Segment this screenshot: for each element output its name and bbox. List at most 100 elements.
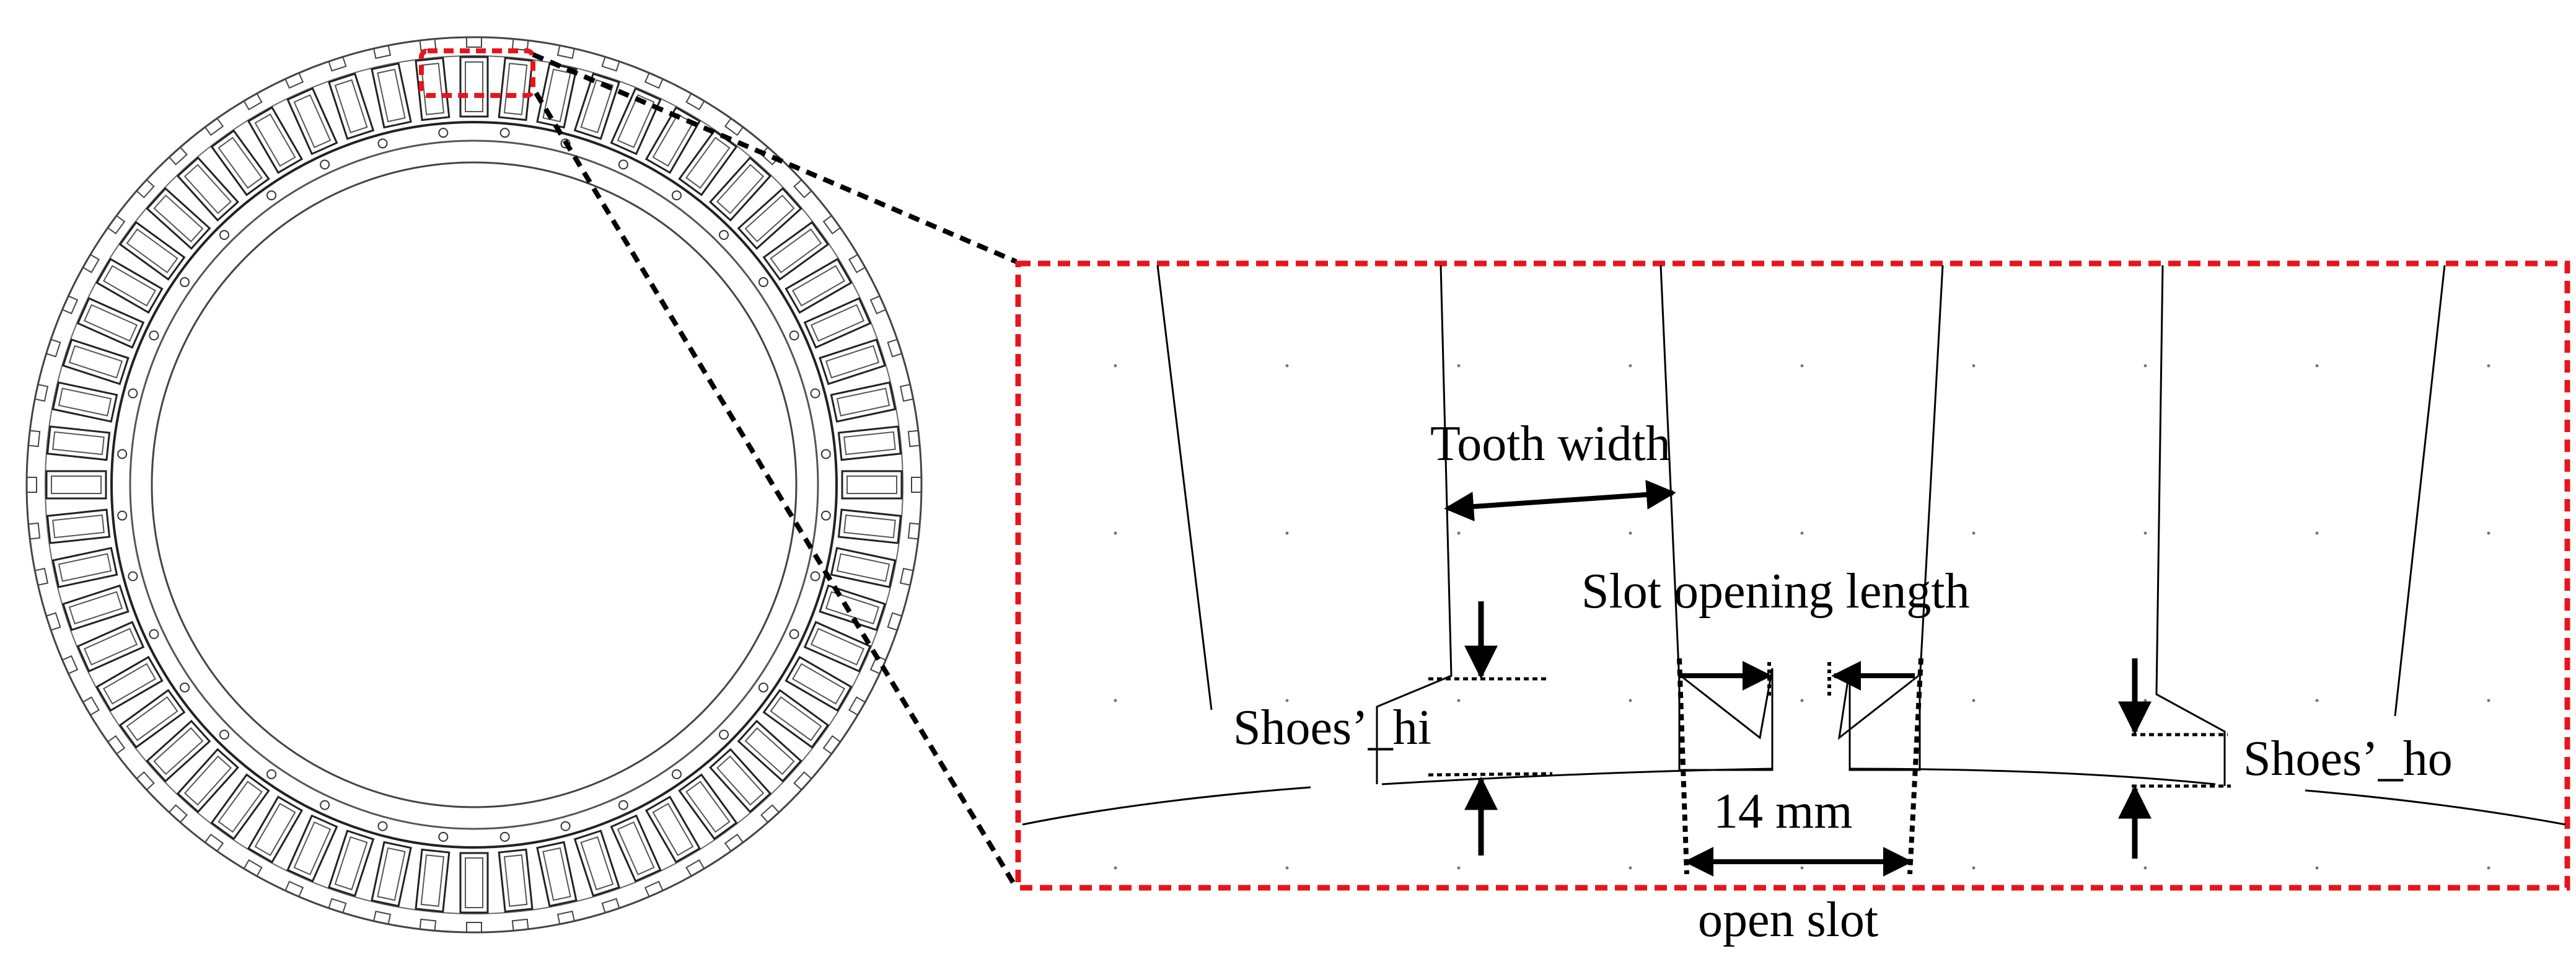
- stator-slot: [371, 45, 412, 129]
- tooth-line-6: [2394, 265, 2446, 717]
- stator-slot: [678, 117, 744, 197]
- zoom-detail-frame: [1015, 260, 2570, 891]
- stator-slot: [819, 338, 903, 386]
- bolt-hole: [719, 229, 729, 240]
- grid-dot: [1457, 866, 1461, 870]
- stator-slot: [803, 295, 887, 349]
- stator-slot: [762, 689, 842, 755]
- stator-yoke-ring: [45, 55, 903, 914]
- bolt-hole: [149, 629, 159, 639]
- bolt-hole: [810, 571, 820, 581]
- grid-dot: [1629, 531, 1632, 535]
- grid-dot: [2143, 866, 2147, 870]
- stator-slot: [327, 829, 375, 914]
- stator-slot: [762, 214, 842, 281]
- bolt-hole: [117, 510, 128, 521]
- bolt-hole: [671, 190, 682, 201]
- stator-slot: [107, 214, 186, 281]
- bolt-hole: [266, 769, 277, 779]
- stator-slot: [136, 719, 211, 791]
- bolt-hole: [149, 330, 159, 341]
- stator-slot: [82, 655, 164, 716]
- grid-dot: [1457, 699, 1461, 702]
- stator-slots: [26, 37, 922, 933]
- bolt-hole: [789, 330, 799, 341]
- grid-dot: [2143, 699, 2147, 702]
- stator-slot: [327, 56, 375, 140]
- stator-slot: [708, 748, 780, 823]
- grid-dot: [1285, 531, 1289, 535]
- bolt-hole: [758, 682, 768, 692]
- bolt-hole: [820, 449, 831, 459]
- grid-dot: [2487, 531, 2490, 535]
- bolt-hole: [219, 730, 229, 740]
- rotor-circle: [151, 161, 798, 808]
- bolt-hole: [219, 229, 229, 240]
- bolt-hole: [438, 831, 449, 842]
- stator-slot: [61, 295, 145, 349]
- stator-slot: [737, 179, 812, 250]
- bolt-hole: [438, 128, 449, 138]
- grid-dot: [2487, 699, 2490, 702]
- stator-slot: [136, 179, 211, 250]
- bolt-hole: [180, 682, 190, 692]
- stator-slot: [837, 508, 921, 544]
- stator-slot: [830, 547, 914, 588]
- stator-slot: [819, 584, 903, 632]
- grid-dot: [1800, 699, 1804, 702]
- bolt-hole: [820, 510, 831, 521]
- slot-wedge-left: [1680, 668, 1774, 740]
- grid-dot: [1457, 364, 1461, 368]
- stator-slot: [34, 547, 118, 588]
- bolt-hole: [618, 800, 628, 810]
- zoom-detail: Tooth width Slot opening length Shoes’_h…: [1015, 260, 2570, 891]
- grid-dot: [1114, 531, 1117, 535]
- grid-dot: [1800, 866, 1804, 870]
- stator-slot: [61, 621, 145, 674]
- grid-dot: [2487, 364, 2490, 368]
- stator-slot: [785, 655, 866, 716]
- label-shoes-hi: Shoes’_hi: [1233, 701, 1431, 755]
- grid-dot: [1114, 866, 1117, 870]
- bolt-hole: [320, 159, 330, 170]
- stator-slot: [168, 146, 240, 222]
- grid-dot: [1629, 364, 1632, 368]
- stator-slot: [498, 848, 534, 932]
- bolt-hole: [618, 159, 628, 170]
- grid-dot: [2487, 866, 2490, 870]
- stator-slot: [459, 37, 489, 118]
- grid-dot: [1972, 866, 1976, 870]
- stator-outer-ring: [25, 36, 923, 934]
- grid-dot: [1800, 531, 1804, 535]
- tooth-width-arrow: [1444, 480, 1676, 521]
- tooth-line-5: [2155, 265, 2226, 786]
- stator-slot: [82, 254, 164, 314]
- bolt-hole: [499, 831, 510, 842]
- grid-dot: [1972, 699, 1976, 702]
- stator-slot: [168, 748, 240, 823]
- stator-slot: [573, 56, 621, 140]
- shoes-hi-extension-bottom: [1428, 772, 1553, 777]
- stator-slot: [737, 719, 812, 791]
- bolt-hole: [789, 629, 799, 639]
- stator-slot: [415, 848, 451, 932]
- grid-dot: [1114, 699, 1117, 702]
- tooth-line-1: [1156, 265, 1213, 710]
- stator-slot: [498, 38, 534, 122]
- stator-slot: [573, 829, 621, 914]
- stator-slot: [536, 45, 578, 129]
- tooth-line-2: [1376, 265, 1453, 784]
- bolt-hole: [266, 190, 277, 201]
- grid-dot: [1972, 364, 1976, 368]
- label-shoes-ho: Shoes’_ho: [2243, 732, 2453, 786]
- stator-slot: [536, 841, 578, 925]
- bolt-hole: [128, 571, 138, 581]
- stator-slot: [107, 689, 186, 755]
- bore-arc-right: [2305, 789, 2566, 826]
- bore-arc-left: [1022, 786, 1311, 826]
- grid-dots: [1114, 364, 2490, 870]
- stator-slot: [243, 92, 304, 174]
- stator-slot: [243, 795, 304, 877]
- bolt-hole: [320, 800, 330, 810]
